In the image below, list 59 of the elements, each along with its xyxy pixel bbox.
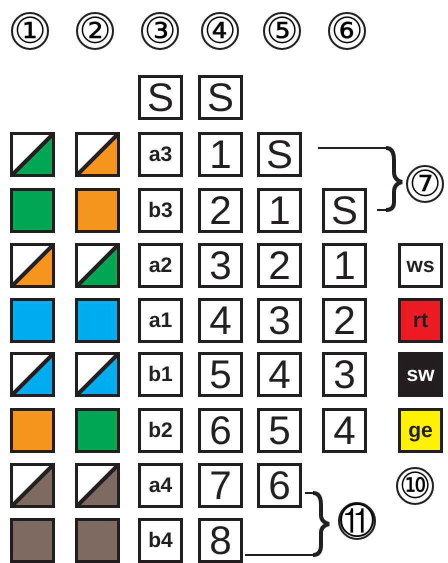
pin-number-box: S: [322, 188, 367, 233]
color-swatch: [10, 132, 55, 177]
pin-number-box: 6: [257, 463, 302, 508]
pin-number-box: 5: [257, 408, 302, 453]
pin-number-box: 4: [322, 408, 367, 453]
color-swatch: [75, 408, 120, 453]
color-swatch: [75, 243, 120, 288]
pin-number-box: 2: [257, 243, 302, 288]
callout-number: ⑪: [338, 502, 376, 540]
pin-number-box: 2: [322, 298, 367, 343]
pin-number-box: 3: [257, 298, 302, 343]
pin-number-box: 6: [198, 408, 243, 453]
pair-label-box: b4: [138, 518, 183, 563]
pin-number-box: 5: [198, 352, 243, 397]
pin-number-box: S: [198, 75, 243, 120]
callout-number: ①: [11, 12, 49, 50]
callout-number: ④: [201, 12, 239, 50]
pair-label-box: b3: [138, 188, 183, 233]
pin-number-box: 2: [198, 188, 243, 233]
color-swatch: [75, 298, 120, 343]
pair-label-box: b1: [138, 352, 183, 397]
color-swatch: [10, 298, 55, 343]
callout-number: ⑤: [263, 12, 301, 50]
callout-number: ⑥: [328, 12, 366, 50]
pair-label-box: a4: [138, 463, 183, 508]
pin-number-box: 1: [198, 132, 243, 177]
callout-number: ⑦: [406, 165, 444, 203]
pin-number-box: 4: [257, 352, 302, 397]
color-code-box: sw: [398, 352, 443, 397]
color-swatch: [10, 463, 55, 508]
color-swatch: [10, 352, 55, 397]
color-swatch: [75, 352, 120, 397]
color-swatch: [75, 132, 120, 177]
pair-label-box: a2: [138, 243, 183, 288]
color-swatch: [10, 243, 55, 288]
color-code-box: ge: [398, 408, 443, 453]
color-swatch: [10, 188, 55, 233]
pin-number-box: 1: [322, 243, 367, 288]
color-swatch: [75, 518, 120, 563]
pair-label-box: a3: [138, 132, 183, 177]
pair-label-box: b2: [138, 408, 183, 453]
pin-number-box: S: [257, 132, 302, 177]
pair-label-box: a1: [138, 298, 183, 343]
pair-label-box: S: [138, 75, 183, 120]
callout-number: ⑩: [396, 467, 434, 505]
pin-number-box: 3: [322, 352, 367, 397]
color-swatch: [10, 518, 55, 563]
color-code-box: ws: [398, 243, 443, 288]
callout-number: ②: [76, 12, 114, 50]
pin-number-box: 8: [198, 518, 243, 563]
pin-number-box: 4: [198, 298, 243, 343]
pin-number-box: 1: [257, 188, 302, 233]
color-code-box: rt: [398, 298, 443, 343]
pin-number-box: 7: [198, 463, 243, 508]
color-swatch: [75, 463, 120, 508]
pin-number-box: 3: [198, 243, 243, 288]
callout-number: ③: [141, 12, 179, 50]
color-swatch: [75, 188, 120, 233]
color-swatch: [10, 408, 55, 453]
